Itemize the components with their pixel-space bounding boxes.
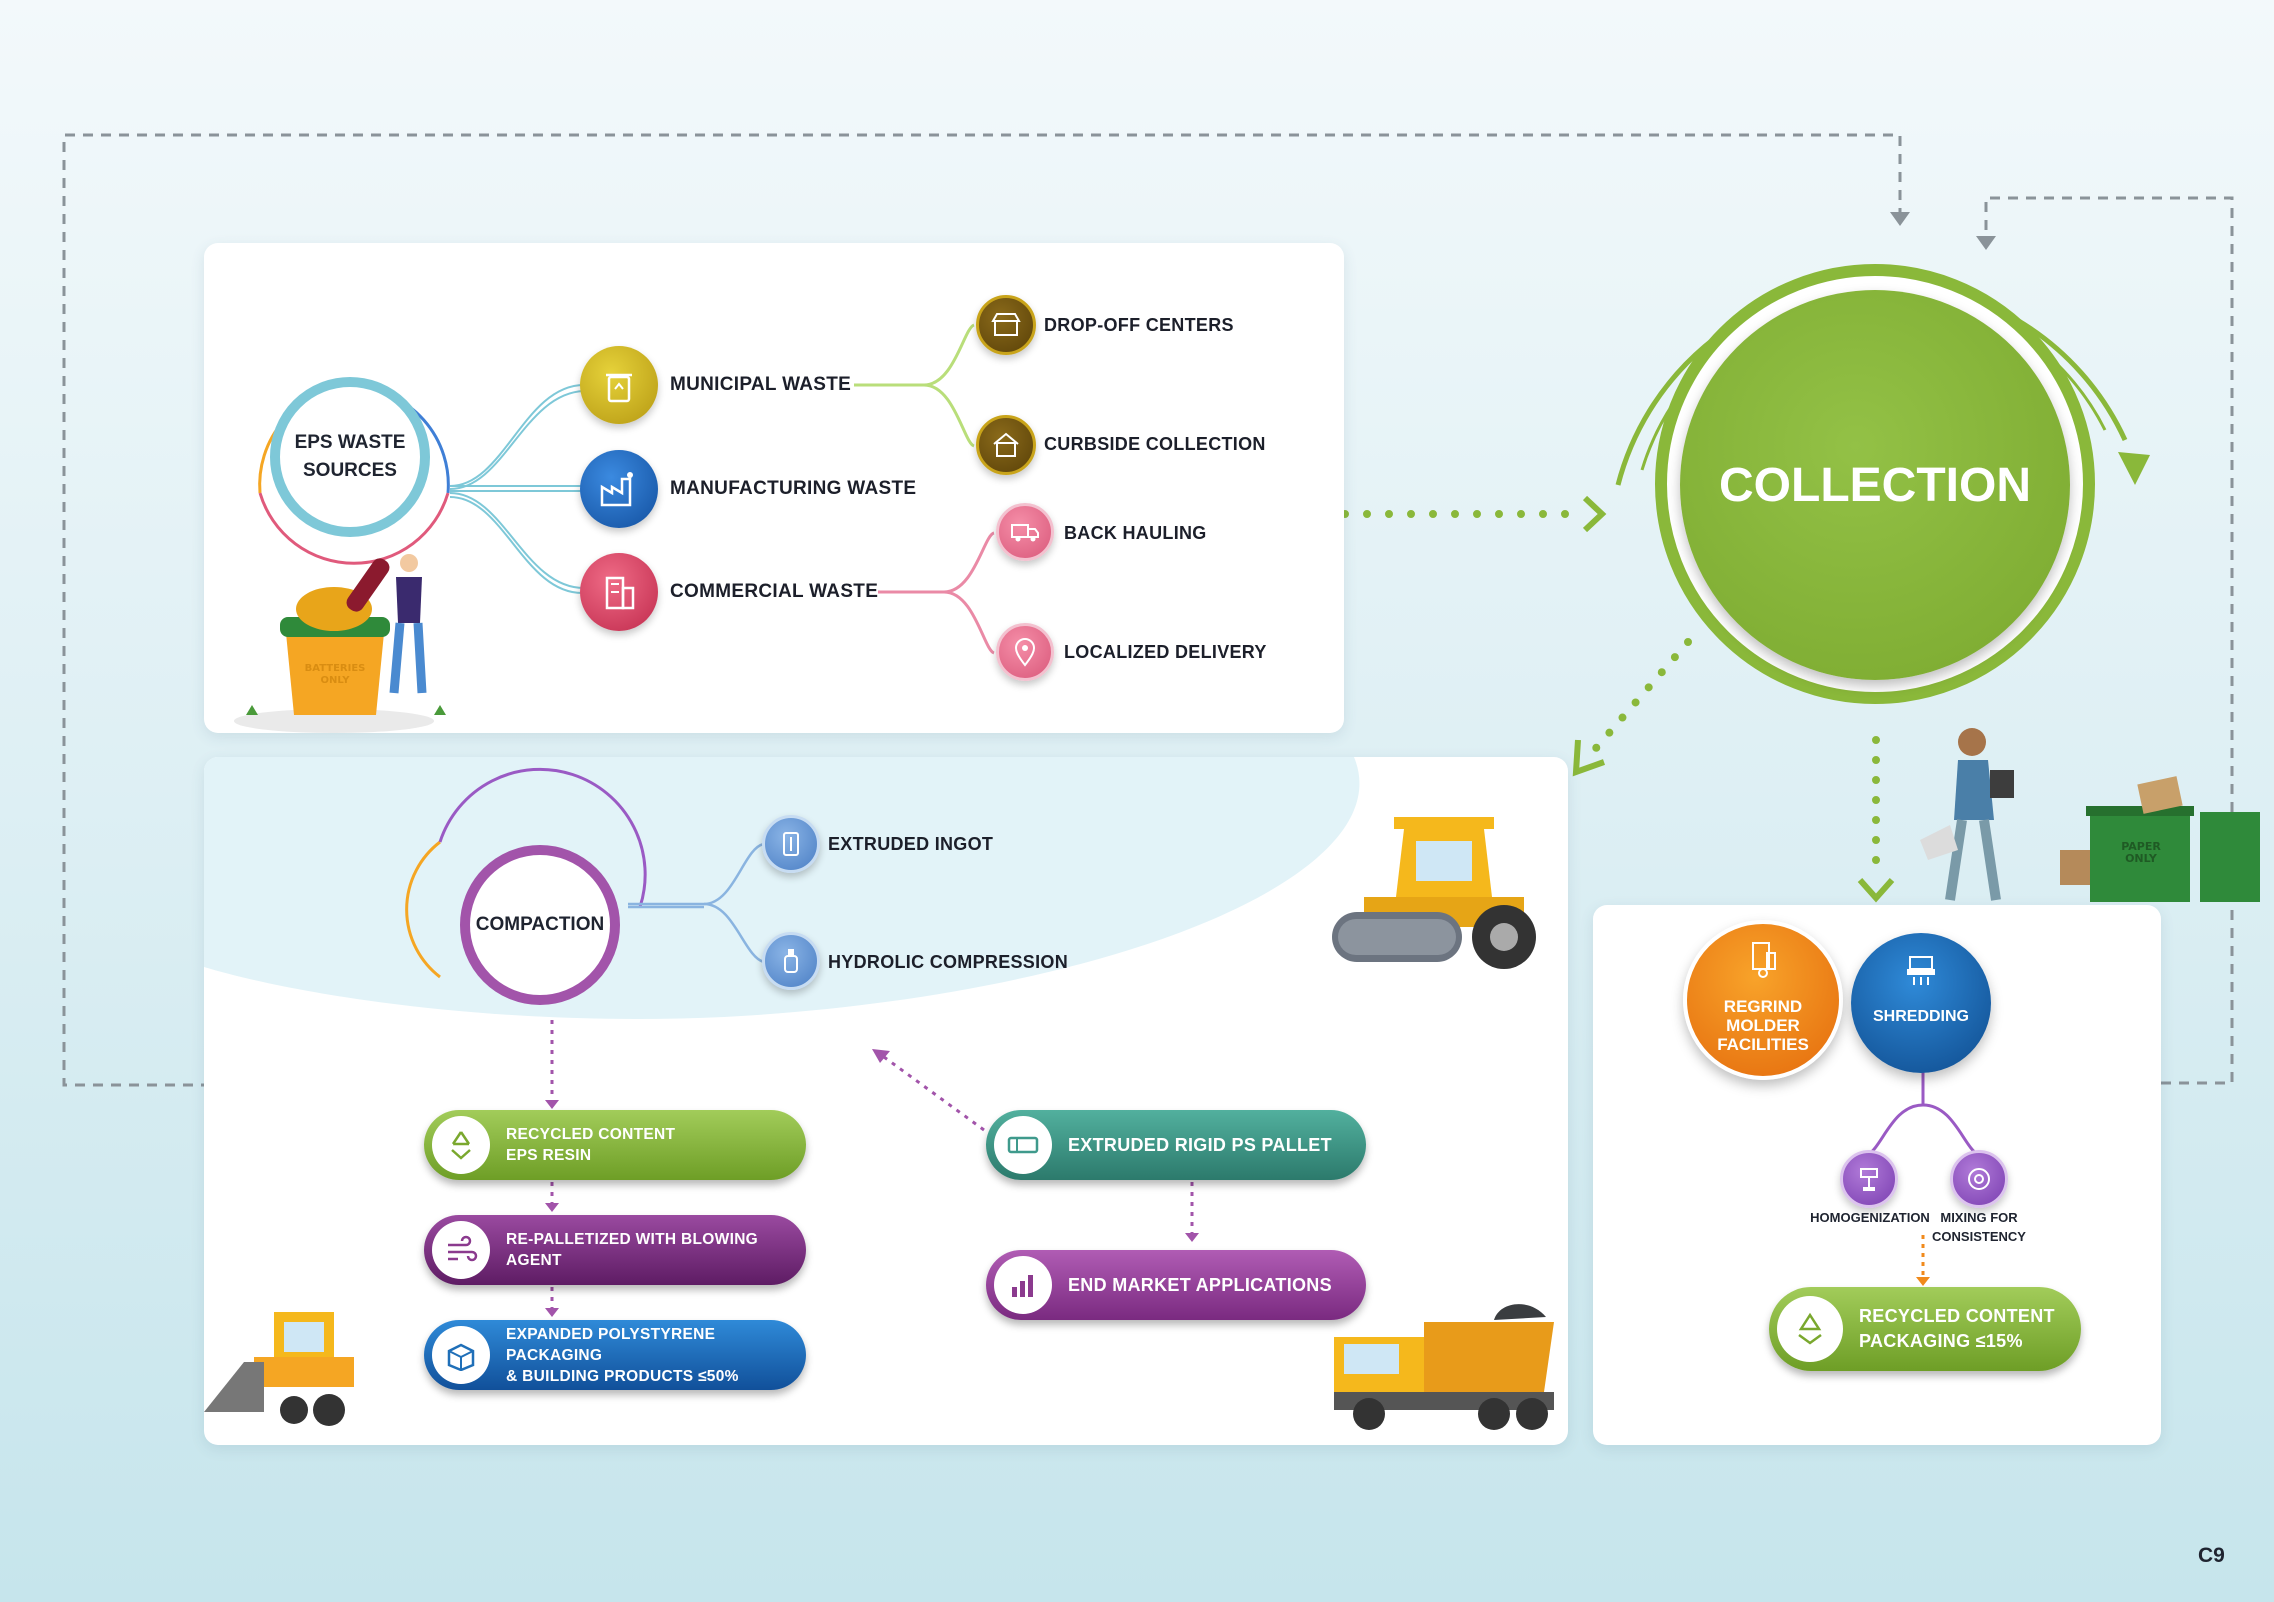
- house-icon: [976, 415, 1036, 475]
- building-icon: [580, 553, 658, 631]
- compaction-label-hydrolic: HYDROLIC COMPRESSION: [828, 952, 1069, 972]
- branch-label-localized: LOCALIZED DELIVERY: [1064, 642, 1267, 662]
- branch-label-dropoff: DROP-OFF CENTERS: [1044, 315, 1234, 335]
- shred-label-mixing: MIXING FOR CONSISTENCY: [1932, 1210, 2026, 1244]
- pill-recycled-eps-resin: RECYCLED CONTENT EPS RESIN: [424, 1110, 806, 1180]
- pill-eps-packaging: EXPANDED POLYSTYRENE PACKAGING & BUILDIN…: [424, 1320, 806, 1390]
- collection-label: COLLECTION: [1719, 458, 2031, 512]
- compaction-hub: COMPACTION: [460, 845, 620, 1005]
- ingot-icon: [762, 815, 820, 873]
- machine-icon: [1840, 1150, 1898, 1208]
- sources-connectors: [258, 323, 995, 655]
- compaction-label-ingot: EXTRUDED INGOT: [828, 834, 994, 854]
- wind-icon: [432, 1221, 490, 1279]
- pill-extruded-rigid-pallet: EXTRUDED RIGID PS PALLET: [986, 1110, 1366, 1180]
- waste-sources-panel: EPS WASTE SOURCES MUNICIPAL WASTE MANUFA…: [204, 243, 1344, 733]
- pill-recycled-packaging: RECYCLED CONTENT PACKAGING ≤15%: [1769, 1287, 2081, 1371]
- compaction-panel: COMPACTION EXTRUDED INGOT HYDROLIC COMPR…: [204, 757, 1568, 1445]
- eps-waste-sources-hub: EPS WASTE SOURCES: [270, 377, 430, 537]
- regrind-circle: REGRIND MOLDER FACILITIES: [1683, 920, 1843, 1080]
- branch-label-backhauling: BACK HAULING: [1064, 523, 1207, 543]
- regrind-building-icon: [1745, 939, 1781, 984]
- road-roller-illustration: [1332, 817, 1536, 969]
- page-code: C9: [2198, 1544, 2225, 1567]
- factory-icon: [580, 450, 658, 528]
- shred-label-homogenization: HOMOGENIZATION: [1810, 1210, 1930, 1225]
- pill-end-market: END MARKET APPLICATIONS: [986, 1250, 1366, 1320]
- location-pin-icon: [996, 623, 1054, 681]
- market-chart-icon: [994, 1256, 1052, 1314]
- shop-icon: [976, 295, 1036, 355]
- recycle-bin-icon: [580, 346, 658, 424]
- bulldozer-illustration: [204, 1312, 354, 1426]
- recycle-icon: [432, 1116, 490, 1174]
- truck-icon: [996, 503, 1054, 561]
- pill-re-palletized: RE-PALLETIZED WITH BLOWING AGENT: [424, 1215, 806, 1285]
- compression-icon: [762, 932, 820, 990]
- dump-truck-illustration: [1334, 1304, 1554, 1430]
- shredder-icon: [1904, 953, 1938, 992]
- package-icon: [432, 1326, 490, 1384]
- collection-circle: COLLECTION: [1680, 290, 2070, 680]
- source-label-manufacturing: MANUFACTURING WASTE: [670, 478, 917, 499]
- source-label-commercial: COMMERCIAL WASTE: [670, 581, 879, 602]
- pallet-icon: [994, 1116, 1052, 1174]
- mixer-icon: [1950, 1150, 2008, 1208]
- shredding-panel: REGRIND MOLDER FACILITIES SHREDDING HOMO…: [1593, 905, 2161, 1445]
- branch-label-curbside: CURBSIDE COLLECTION: [1044, 434, 1266, 454]
- recycle-packaging-icon: [1777, 1296, 1843, 1362]
- source-label-municipal: MUNICIPAL WASTE: [670, 374, 852, 395]
